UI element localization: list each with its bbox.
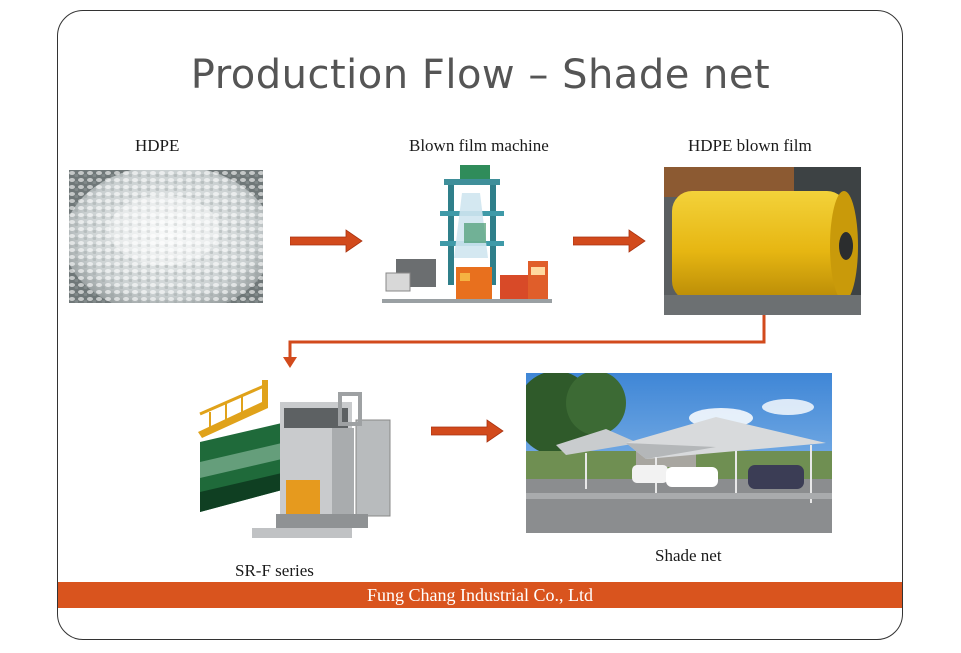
slide-title: Production Flow – Shade net <box>190 52 771 98</box>
label-sr-f-series: SR-F series <box>235 561 314 580</box>
arrow-machine-to-film <box>573 229 646 253</box>
sr-f-series-machine-image <box>192 372 398 550</box>
shade-net-carpark-image <box>526 373 832 533</box>
arrow-film-to-sr-f <box>283 315 766 368</box>
blown-film-machine-image <box>378 163 558 308</box>
label-blown-film-machine: Blown film machine <box>409 136 549 155</box>
arrow-hdpe-to-machine <box>290 229 363 253</box>
label-hdpe-blown-film: HDPE blown film <box>688 136 812 155</box>
label-hdpe: HDPE <box>135 136 180 155</box>
arrow-sr-f-to-shade-net <box>431 419 504 443</box>
hdpe-blown-film-roll-image <box>664 167 861 315</box>
footer-company-bar: Fung Chang Industrial Co., Ltd <box>58 582 902 608</box>
hdpe-pellets-image <box>69 170 263 303</box>
label-shade-net: Shade net <box>655 546 722 565</box>
